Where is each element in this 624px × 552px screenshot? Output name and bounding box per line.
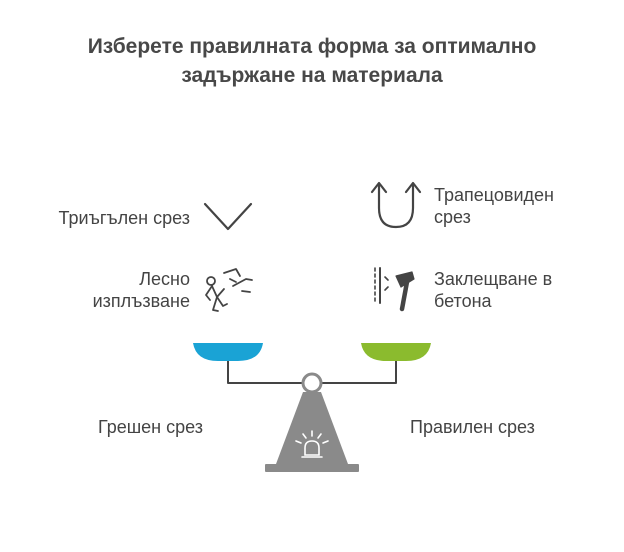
title-line-1: Изберете правилната форма за оптимално bbox=[87, 35, 537, 58]
scale-beam bbox=[227, 361, 397, 384]
right-pan bbox=[361, 343, 431, 361]
scale-base bbox=[265, 372, 359, 472]
alarm-light-icon bbox=[295, 430, 329, 458]
left-pan bbox=[193, 343, 263, 361]
left-pan-label: Грешен срез bbox=[97, 417, 203, 437]
page-title: Изберете правилната форма за оптимално з… bbox=[0, 32, 624, 90]
left-item-1-label: Триъгълен срез bbox=[58, 208, 190, 228]
right-item-1-label: Трапецовиден срез bbox=[434, 185, 554, 227]
left-item-2-label: Лесно изплъзване bbox=[92, 269, 190, 311]
u-shape-arrows-icon bbox=[370, 181, 422, 229]
v-shape-icon bbox=[203, 202, 253, 231]
title-line-2: задържане на материала bbox=[181, 64, 443, 87]
right-item-2-label: Заклещване в бетона bbox=[434, 269, 553, 311]
slipping-person-icon bbox=[205, 268, 253, 312]
right-pan-label: Правилен срез bbox=[410, 417, 535, 437]
hammer-wall-icon bbox=[374, 267, 415, 312]
